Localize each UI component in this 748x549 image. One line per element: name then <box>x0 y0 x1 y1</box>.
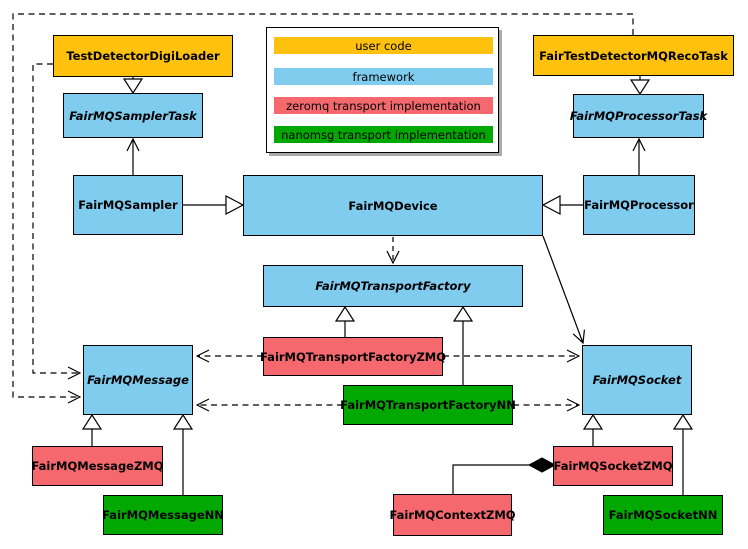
node-fairmqdevice: FairMQDevice <box>243 175 543 236</box>
edge-processor-device-triangle <box>541 195 561 215</box>
node-fairmqsamplertask: FairMQSamplerTask <box>63 93 203 138</box>
node-fairmqsocketnn: FairMQSocketNN <box>603 495 723 535</box>
edge-messagezmq-message-triangle <box>81 413 103 430</box>
legend-box: user code framework zeromq transport imp… <box>266 27 499 153</box>
node-fairmqsocket: FairMQSocket <box>582 345 692 415</box>
edge-recotask-message-dependency <box>12 13 634 397</box>
node-fairmqtransportfactorynn: FairMQTransportFactoryNN <box>340 385 516 425</box>
node-fairmqmessage: FairMQMessage <box>83 345 193 415</box>
edge-factoryzmq-factory-triangle <box>334 305 356 322</box>
node-fairmqsampler: FairMQSampler <box>73 175 183 235</box>
edge-digiloader-samplertask-triangle <box>122 78 144 95</box>
edge-contextzmq-socketzmq-diamond <box>527 457 557 473</box>
legend-item-framework: framework <box>274 68 493 85</box>
edge-recotask-processortask-triangle <box>629 79 651 96</box>
node-fairmqprocessortask: FairMQProcessorTask <box>570 94 707 138</box>
node-fairmqtransportfactoryzmq: FairMQTransportFactoryZMQ <box>260 337 446 376</box>
node-fairtestdetectormqrecotask: FairTestDetectorMQRecoTask <box>533 35 734 76</box>
legend-item-zeromq: zeromq transport implementation <box>274 97 493 114</box>
node-testdetectordigiloader: TestDetectorDigiLoader <box>53 35 233 77</box>
node-fairmqsocketzmq: FairMQSocketZMQ <box>553 446 673 486</box>
legend-item-nanomsg: nanomsg transport implementation <box>274 126 493 143</box>
edge-socketnn-socket-triangle <box>672 413 694 430</box>
node-fairmqmessagenn: FairMQMessageNN <box>102 495 224 535</box>
node-fairmqtransportfactory: FairMQTransportFactory <box>263 265 523 307</box>
edge-socketzmq-socket-triangle <box>582 413 604 430</box>
node-fairmqmessagezmq: FairMQMessageZMQ <box>31 446 164 486</box>
edge-device-socket <box>542 235 583 343</box>
edge-contextzmq-socketzmq-line <box>452 464 529 494</box>
edge-digiloader-message-dependency <box>32 63 80 373</box>
edge-messagenn-message-triangle <box>172 413 194 430</box>
edge-factorynn-factory-triangle <box>452 305 474 322</box>
node-fairmqcontextzmq: FairMQContextZMQ <box>389 494 516 536</box>
edge-sampler-device-triangle <box>225 195 245 215</box>
node-fairmqprocessor: FairMQProcessor <box>583 175 695 235</box>
legend-item-user-code: user code <box>274 37 493 54</box>
